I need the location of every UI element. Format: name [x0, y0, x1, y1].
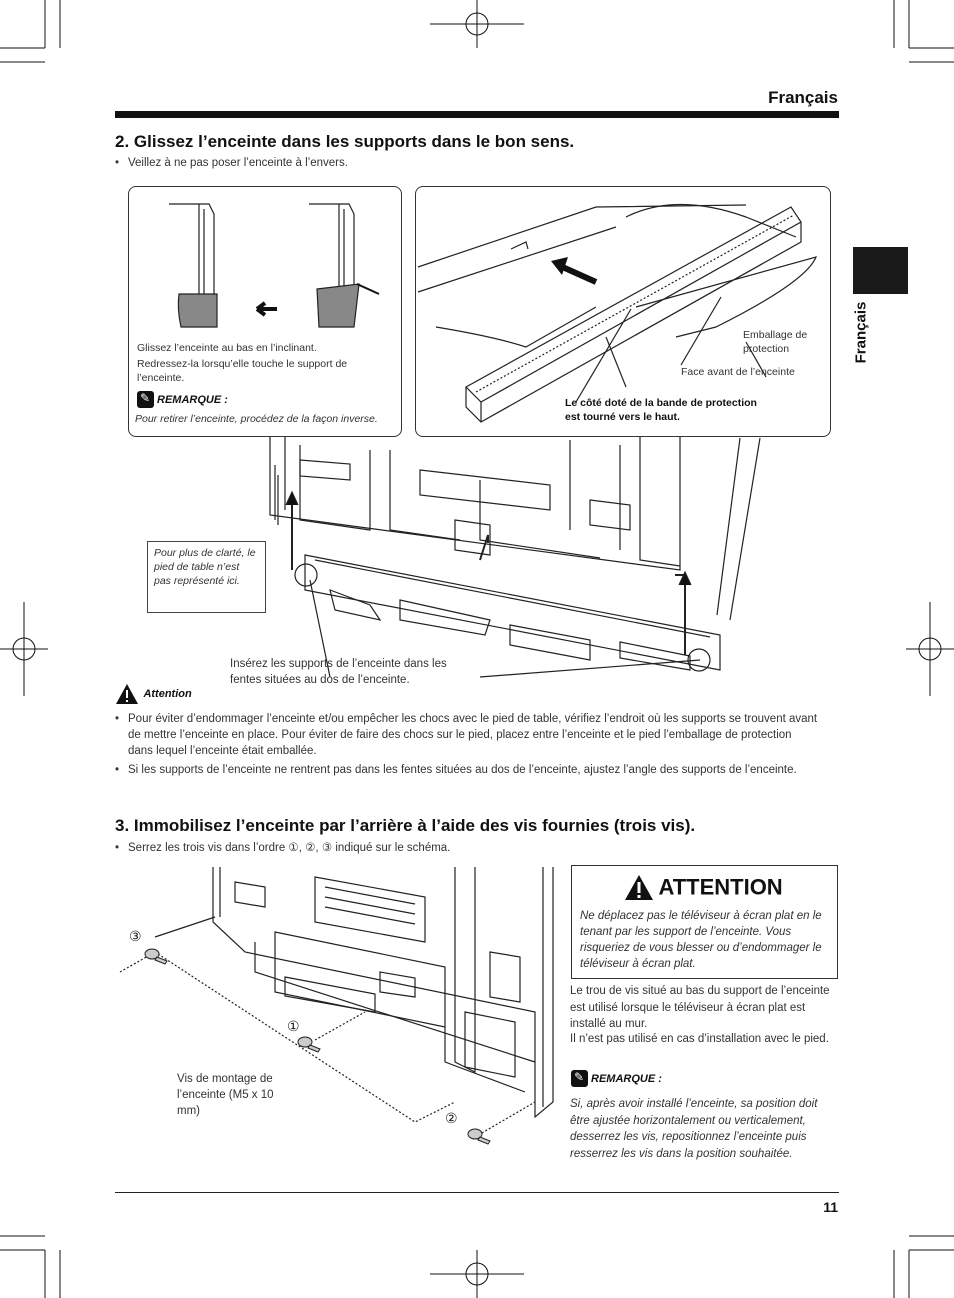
warning-icon	[625, 875, 653, 900]
step3-note-text: Si, après avoir installé l’enceinte, sa …	[570, 1098, 818, 1160]
side-tab-label: Français	[852, 301, 870, 364]
speaker-packaging-illustration	[417, 203, 818, 423]
label-front: Face avant de l’enceinte	[681, 366, 795, 378]
screw-caption: Vis de montage de l’enceinte (M5 x 10 mm…	[177, 1073, 274, 1117]
label-strip: Le côté doté de la bande de protection e…	[565, 397, 757, 423]
header-rule	[115, 111, 839, 118]
attention-bullet-2: Si les supports de l’enceinte ne rentren…	[115, 762, 818, 778]
screw-label-2: ②	[445, 1110, 458, 1126]
inset-panel-right: Emballage de protection Face avant de l’…	[415, 186, 831, 437]
side-tab-block	[853, 247, 908, 294]
attention-box: ATTENTION Ne déplacez pas le téléviseur …	[571, 865, 838, 979]
warning-icon	[116, 684, 138, 704]
insert-label: Insérez les supports de l’enceinte dans …	[230, 658, 447, 686]
attention-box-text: Ne déplacez pas le téléviseur à écran pl…	[580, 910, 822, 970]
info-text-1: Le trou de vis situé au bas du support d…	[570, 985, 830, 1030]
speaker-mount-illustration	[120, 180, 840, 690]
step2-bullet: Veillez à ne pas poser l’enceinte à l’en…	[115, 155, 348, 171]
screw-label-3: ③	[129, 928, 142, 944]
inset-left-note-text: Pour retirer l’enceinte, procédez de la …	[135, 413, 378, 425]
tilt-illustration	[169, 203, 380, 328]
step3-title: 3. Immobilisez l’enceinte par l’arrière …	[115, 816, 696, 835]
header-language: Français	[768, 88, 838, 107]
screw-label-1: ①	[287, 1018, 300, 1034]
inset-left-note-heading: REMARQUE :	[137, 391, 228, 409]
page-number: 11	[823, 1199, 838, 1215]
attention-heading: Attention	[115, 683, 192, 705]
clarity-note-box: Pour plus de clarté, le pied de table n’…	[147, 541, 266, 613]
info-text-2: Il n’est pas utilisé en cas d’installati…	[570, 1033, 829, 1045]
clarity-note-text: Pour plus de clarté, le pied de table n’…	[154, 547, 256, 587]
footer-rule	[115, 1192, 839, 1193]
step2-title: 2. Glissez l’enceinte dans les supports …	[115, 132, 575, 151]
inset-left-bullet-1: Glissez l’enceinte au bas en l’inclinant…	[137, 342, 317, 354]
inset-panel-left: Glissez l’enceinte au bas en l’inclinant…	[128, 186, 402, 437]
step3-bullet: Serrez les trois vis dans l’ordre ①, ②, …	[115, 840, 450, 856]
pencil-icon	[571, 1070, 588, 1088]
step3-note-heading: REMARQUE :	[571, 1070, 662, 1088]
inset-left-bullet-2: Redressez-la lorsqu’elle touche le suppo…	[137, 358, 348, 384]
label-packaging: Emballage de protection	[743, 329, 808, 355]
screw-illustration: ③ ① ② Vis de montage de l’enceinte (M5 x…	[115, 862, 560, 1162]
pencil-icon	[137, 391, 154, 409]
attention-bullet-1: Pour éviter d’endommager l’enceinte et/o…	[115, 711, 818, 759]
attention-box-heading: ATTENTION	[624, 874, 783, 901]
